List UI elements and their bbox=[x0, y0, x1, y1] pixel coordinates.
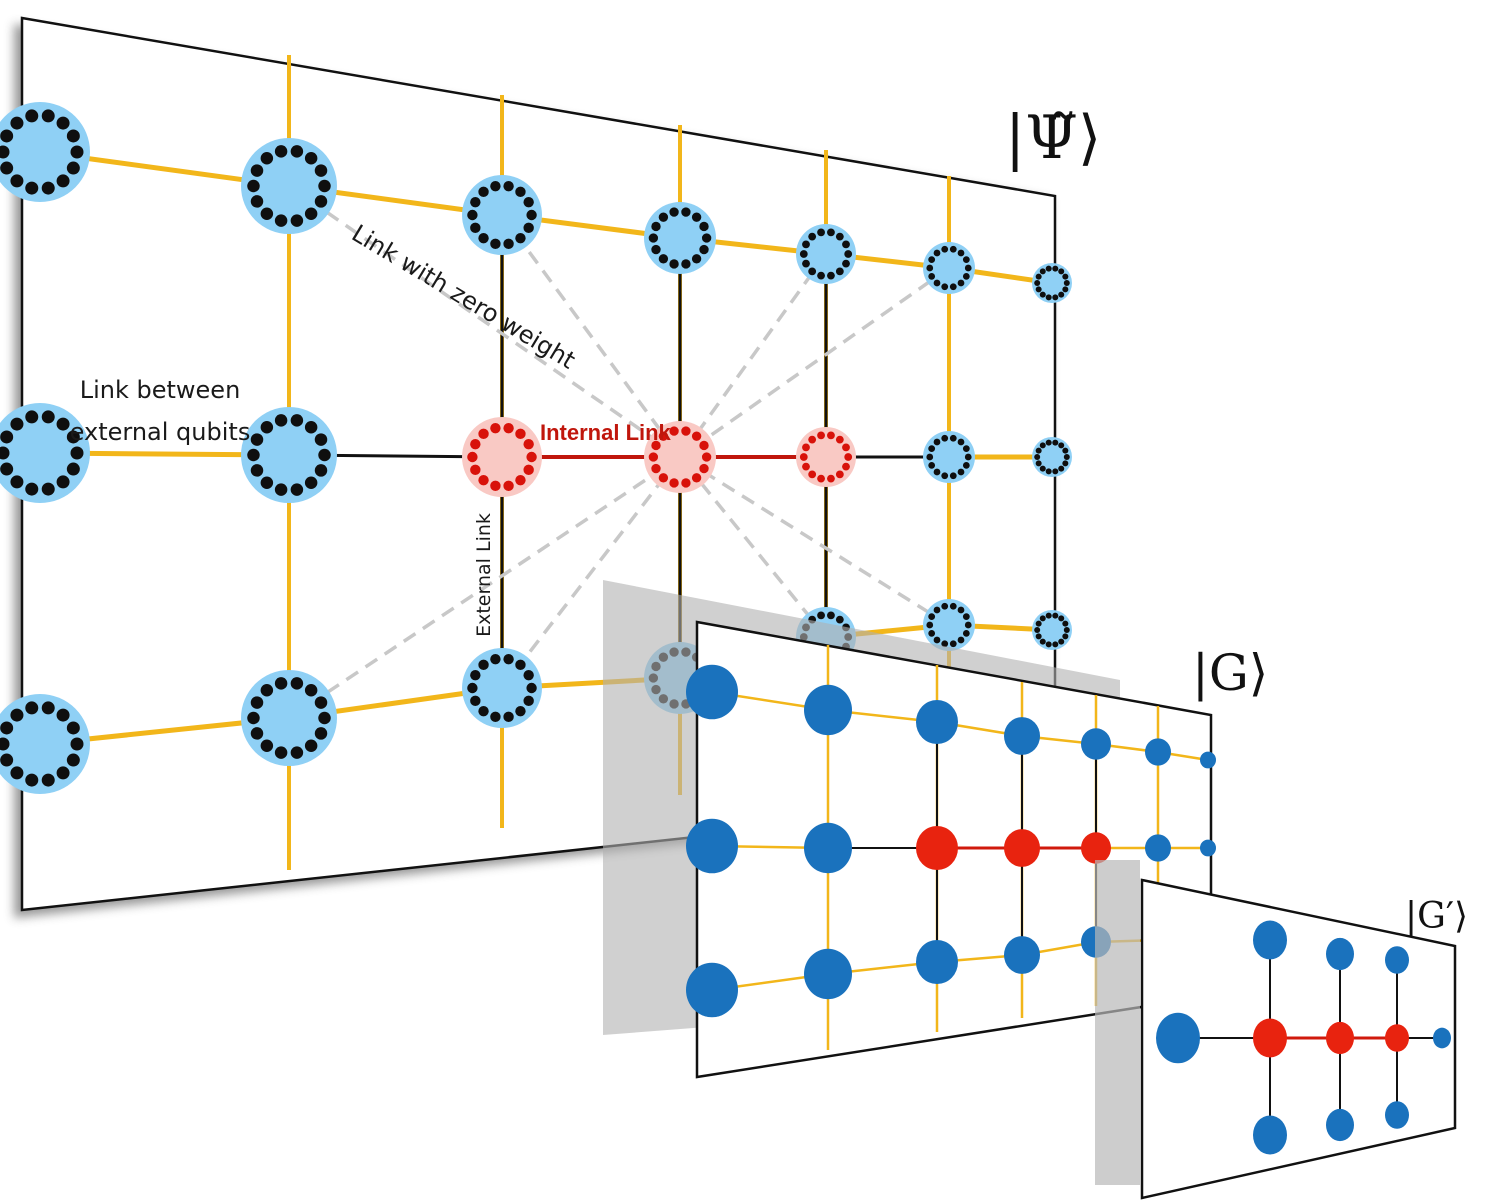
external-qubit-node bbox=[923, 599, 975, 651]
internal-link-label: Internal Link bbox=[540, 420, 672, 445]
internal-node bbox=[916, 825, 958, 871]
external-node bbox=[1385, 946, 1409, 974]
external-qubit-node bbox=[0, 403, 90, 503]
psi-ket-label: |Ψ̃⟩ bbox=[1005, 103, 1101, 173]
internal-node bbox=[1326, 1021, 1354, 1055]
external-node bbox=[1253, 1115, 1287, 1155]
external-node bbox=[804, 948, 852, 1000]
external-qubit-node bbox=[1032, 610, 1072, 650]
external-node bbox=[1145, 738, 1171, 766]
external-node bbox=[1326, 937, 1354, 971]
external-qubit-node bbox=[241, 407, 337, 503]
zero-weight-links bbox=[288, 184, 951, 720]
external-qubits-label-1: Link between bbox=[80, 376, 241, 404]
external-node bbox=[804, 684, 852, 736]
external-node bbox=[686, 664, 738, 720]
external-node bbox=[1200, 751, 1216, 769]
g-nodes bbox=[686, 664, 1216, 1018]
external-node bbox=[1081, 728, 1111, 760]
external-node bbox=[1145, 834, 1171, 862]
external-qubits-label-2: external qubits bbox=[70, 418, 251, 446]
external-node bbox=[804, 822, 852, 874]
panel-g bbox=[603, 580, 1216, 1079]
internal-node bbox=[1385, 1024, 1409, 1052]
panel-gprime bbox=[1095, 860, 1457, 1200]
external-node bbox=[1004, 717, 1040, 755]
internal-node bbox=[1081, 832, 1111, 864]
internal-node bbox=[1253, 1018, 1287, 1058]
external-qubit-node bbox=[462, 648, 542, 728]
external-qubit-node bbox=[923, 242, 975, 294]
internal-qubit-node bbox=[644, 421, 716, 493]
external-qubit-node bbox=[0, 694, 90, 794]
external-node bbox=[1326, 1108, 1354, 1142]
external-node bbox=[1200, 839, 1216, 857]
external-node bbox=[916, 699, 958, 745]
external-qubit-node bbox=[0, 102, 90, 202]
external-node bbox=[916, 939, 958, 985]
internal-qubit-node bbox=[462, 417, 542, 497]
internal-qubit-node bbox=[796, 427, 856, 487]
gprime-nodes bbox=[1156, 920, 1451, 1155]
external-link-label: External Link bbox=[473, 513, 495, 637]
external-node bbox=[1433, 1027, 1451, 1049]
external-qubit-node bbox=[241, 670, 337, 766]
external-node bbox=[1004, 936, 1040, 974]
external-node bbox=[686, 962, 738, 1018]
external-node bbox=[1156, 1012, 1200, 1064]
external-qubit-node bbox=[1032, 437, 1072, 477]
internal-node bbox=[1004, 829, 1040, 867]
external-node bbox=[1253, 920, 1287, 960]
external-qubit-node bbox=[923, 431, 975, 483]
external-node bbox=[686, 818, 738, 874]
external-qubit-node bbox=[644, 202, 716, 274]
external-qubit-node bbox=[462, 175, 542, 255]
gprime-ket-label: |G′⟩ bbox=[1405, 896, 1468, 937]
external-node bbox=[1385, 1101, 1409, 1129]
external-qubit-node bbox=[1032, 263, 1072, 303]
g-ket-label: |G⟩ bbox=[1192, 644, 1268, 702]
external-qubit-node bbox=[796, 224, 856, 284]
external-qubit-node bbox=[241, 138, 337, 234]
